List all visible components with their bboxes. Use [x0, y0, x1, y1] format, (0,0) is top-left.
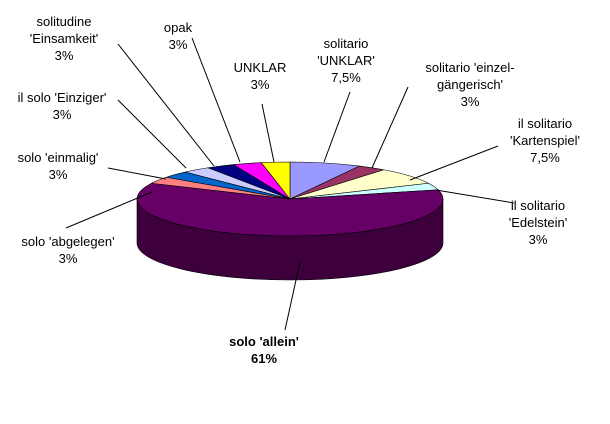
slice-label: UNKLAR 3% — [234, 60, 287, 92]
slice-percent: 3% — [251, 77, 270, 92]
slice-name: solo 'allein' — [229, 334, 299, 349]
slice-name: il solo 'Einziger' — [18, 90, 107, 105]
slice-percent: 3% — [59, 251, 78, 266]
slice-percent: 3% — [169, 37, 188, 52]
slice-label: solitudine 'Einsamkeit' 3% — [30, 14, 99, 63]
slice-name: 'Edelstein' — [509, 215, 567, 230]
pie-slice — [260, 161, 291, 200]
slice-name: opak — [164, 20, 193, 35]
slice-name: solitario — [324, 36, 369, 51]
leader-line — [107, 167, 167, 180]
slice-percent: 3% — [53, 107, 72, 122]
pie-tops — [136, 161, 444, 237]
slice-label: opak 3% — [164, 20, 193, 52]
slice-label: il solo 'Einziger' 3% — [18, 90, 107, 122]
slice-name: 'Einsamkeit' — [30, 31, 99, 46]
slice-name: il solitario — [511, 198, 565, 213]
leader-line — [261, 103, 275, 163]
slice-label: il solitario 'Edelstein' 3% — [509, 198, 567, 247]
slice-label: solo 'allein' 61% — [229, 334, 299, 366]
leader-line — [191, 37, 241, 163]
leader-line — [371, 86, 409, 169]
slice-percent: 3% — [49, 167, 68, 182]
leader-lines — [65, 37, 515, 331]
leader-line — [117, 99, 187, 169]
slice-name: solitudine — [37, 14, 92, 29]
slice-name: 'Kartenspiel' — [510, 133, 580, 148]
slice-percent: 61% — [251, 351, 277, 366]
slice-percent: 7,5% — [331, 70, 361, 85]
slice-percent: 3% — [461, 94, 480, 109]
slice-label: solo 'einmalig' 3% — [18, 150, 99, 182]
slice-name: solitario 'einzel- — [425, 60, 514, 75]
slice-label: solo 'abgelegen' 3% — [21, 234, 114, 266]
slice-label: solitario 'einzel-gängerisch' 3% — [425, 60, 514, 109]
slice-label: solitario 'UNKLAR' 7,5% — [317, 36, 375, 85]
slice-name: 'UNKLAR' — [317, 53, 375, 68]
leader-line — [117, 43, 215, 167]
slice-name: il solitario — [518, 116, 572, 131]
leader-line — [409, 145, 499, 181]
leader-line — [435, 189, 515, 204]
pie-slice — [136, 182, 444, 237]
slice-label: il solitario 'Kartenspiel' 7,5% — [510, 116, 580, 165]
slice-percent: 7,5% — [530, 150, 560, 165]
slice-name: UNKLAR — [234, 60, 287, 75]
leader-line — [65, 191, 153, 229]
slice-name: gängerisch' — [437, 77, 503, 92]
slice-name: solo 'einmalig' — [18, 150, 99, 165]
leader-line — [284, 261, 301, 331]
slice-name: solo 'abgelegen' — [21, 234, 114, 249]
slice-percent: 3% — [55, 48, 74, 63]
slice-percent: 3% — [529, 232, 548, 247]
slice-labels: solitario 'UNKLAR' 7,5% solitario 'einzel-g… — [18, 14, 580, 366]
leader-line — [323, 91, 351, 163]
